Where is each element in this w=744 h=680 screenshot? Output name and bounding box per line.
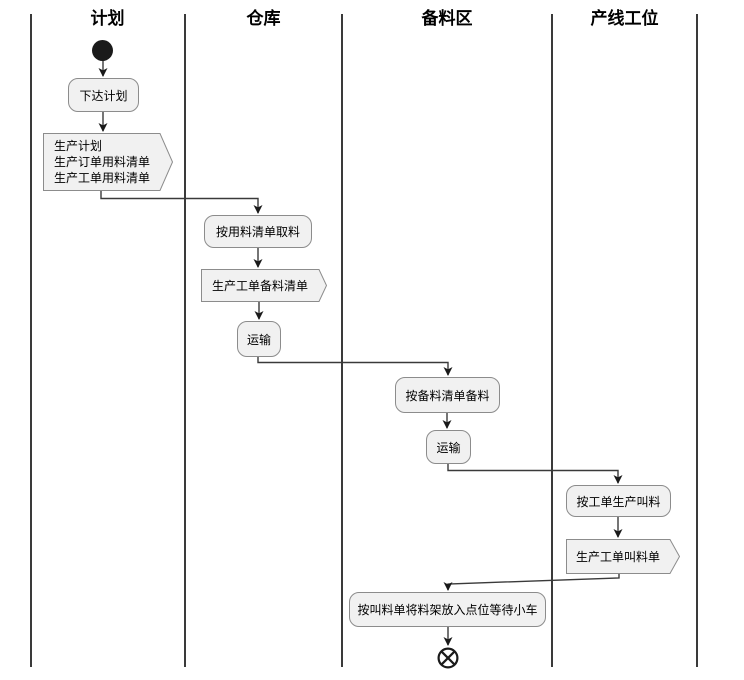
signal-label: 生产工单叫料单 xyxy=(575,550,660,564)
activity-place-rack-wait: 按叫料单将料架放入点位等待小车 xyxy=(349,592,546,627)
activity-label: 按叫料单将料架放入点位等待小车 xyxy=(357,603,538,617)
signal-plan-documents: 生产计划 生产订单用料清单 生产工单用料清单 xyxy=(43,133,173,191)
lane-header-staging: 备料区 xyxy=(421,9,473,28)
lane-divider xyxy=(551,14,553,667)
edge-transport1-to-prep xyxy=(257,357,453,376)
signal-call-list: 生产工单叫料单 xyxy=(566,539,680,574)
activity-prep-by-list: 按备料清单备料 xyxy=(395,377,500,413)
activity-label: 下达计划 xyxy=(79,88,128,103)
activity-issue-plan: 下达计划 xyxy=(68,78,139,112)
activity-call-by-workorder: 按工单生产叫料 xyxy=(566,485,671,517)
signal-line: 生产计划 xyxy=(54,139,103,153)
signal-shape xyxy=(43,133,173,191)
lane-divider xyxy=(184,14,186,667)
activity-label: 按备料清单备料 xyxy=(405,388,490,403)
signal-shape xyxy=(201,269,327,302)
activity-label: 运输 xyxy=(436,440,461,455)
signal-line: 生产订单用料清单 xyxy=(54,155,151,169)
flow-final-node xyxy=(437,647,459,674)
signal-prep-list: 生产工单备料清单 xyxy=(201,269,327,302)
edge-docs-to-pick xyxy=(100,191,263,214)
lane-divider xyxy=(696,14,698,667)
lane-divider xyxy=(30,14,32,667)
edge-transport2-to-call xyxy=(447,464,623,484)
signal-shape xyxy=(566,539,680,574)
activity-transport-1: 运输 xyxy=(237,321,281,357)
flow-final-icon xyxy=(437,647,459,669)
activity-label: 按工单生产叫料 xyxy=(576,494,661,509)
lane-divider xyxy=(341,14,343,667)
edge-calldoc-to-place xyxy=(443,574,620,591)
activity-label: 按用料清单取料 xyxy=(215,225,300,239)
lane-header-line-station: 产线工位 xyxy=(590,9,659,28)
activity-transport-2: 运输 xyxy=(426,430,471,464)
signal-line: 生产工单用料清单 xyxy=(54,171,151,185)
lane-header-plan: 计划 xyxy=(90,9,125,28)
signal-label: 生产工单备料清单 xyxy=(211,279,308,293)
activity-pick-by-list: 按用料清单取料 xyxy=(204,215,312,248)
lane-header-warehouse: 仓库 xyxy=(246,9,281,28)
activity-label: 运输 xyxy=(246,332,271,347)
initial-node xyxy=(92,40,113,61)
